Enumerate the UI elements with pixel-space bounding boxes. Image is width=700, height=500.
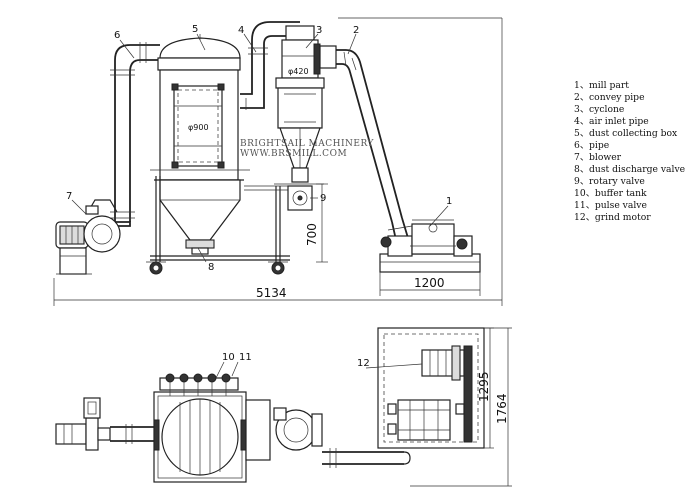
callout-1: 1	[446, 196, 452, 207]
callout-7: 7	[66, 191, 72, 202]
callout-9: 9	[320, 193, 326, 204]
callout-12: 12	[357, 358, 370, 369]
watermark-line-1: BRIGHTSAIL MACHINERY	[240, 139, 374, 149]
callout-2: 2	[353, 25, 359, 36]
dimension-700: 700	[305, 183, 328, 263]
legend-item-rotary-valve: 9、rotary valve	[574, 176, 645, 187]
buffer-tank	[159, 373, 239, 396]
dust-box-diameter-label: φ900	[188, 123, 209, 132]
legend-item-buffer-tank: 10、buffer tank	[574, 188, 647, 199]
cyclone-plan	[273, 407, 323, 451]
dust-collecting-box-plan	[153, 391, 271, 483]
dimension-1295-label: 1295	[477, 371, 491, 402]
callout-3: 3	[316, 25, 322, 36]
blower	[55, 199, 131, 275]
dimension-1764-label: 1764	[495, 393, 509, 424]
dust-collecting-box	[150, 34, 250, 255]
support-frame	[146, 176, 290, 275]
plan-view: 10 11 12 1295 1764	[55, 327, 512, 487]
front-elevation: BRIGHTSAIL MACHINERY WWW.BRSMILL.COM φ90…	[53, 17, 503, 306]
legend-item-dust-discharge-valve: 8、dust discharge valve	[574, 164, 686, 175]
parts-legend: 1、mill part 2、convey pipe 3、cyclone 4、ai…	[574, 80, 700, 224]
legend-item-convey-pipe: 2、convey pipe	[574, 92, 645, 103]
legend-item-blower: 7、blower	[574, 152, 622, 163]
cyclone	[274, 25, 325, 211]
callout-4: 4	[238, 25, 244, 36]
dimension-1764: 1764	[410, 327, 512, 487]
dimension-1200-label: 1200	[414, 276, 445, 290]
dimension-1200: 1200	[379, 272, 481, 296]
mill-part	[379, 219, 481, 273]
air-inlet-pipe	[240, 21, 300, 110]
legend-item-dust-collecting-box: 5、dust collecting box	[574, 128, 678, 139]
dimension-5134-label: 5134	[256, 286, 287, 300]
legend-item-pipe: 6、pipe	[574, 140, 610, 151]
watermark-line-2: WWW.BRSMILL.COM	[240, 149, 347, 159]
dimension-5134: 5 1 3 4	[53, 17, 503, 306]
blower-plan	[55, 397, 155, 451]
callout-6: 6	[114, 30, 120, 41]
callout-5: 5	[192, 24, 198, 35]
legend-item-grind-motor: 12、grind motor	[574, 212, 651, 223]
convey-pipe-plan	[322, 448, 411, 468]
dimension-700-label: 700	[305, 223, 319, 246]
legend-item-mill-part: 1、mill part	[574, 80, 629, 91]
cyclone-diameter-label: φ420	[288, 67, 309, 76]
legend-item-air-inlet-pipe: 4、air inlet pipe	[574, 116, 649, 127]
legend-item-pulse-valve: 11、pulse valve	[574, 200, 647, 211]
mill-plan	[377, 327, 485, 449]
convey-pipe	[319, 45, 413, 255]
pipe-6	[110, 42, 160, 222]
callout-8: 8	[208, 262, 214, 273]
legend-item-cyclone: 3、cyclone	[574, 104, 625, 115]
callout-11: 11	[239, 352, 252, 363]
callout-10: 10	[222, 352, 235, 363]
